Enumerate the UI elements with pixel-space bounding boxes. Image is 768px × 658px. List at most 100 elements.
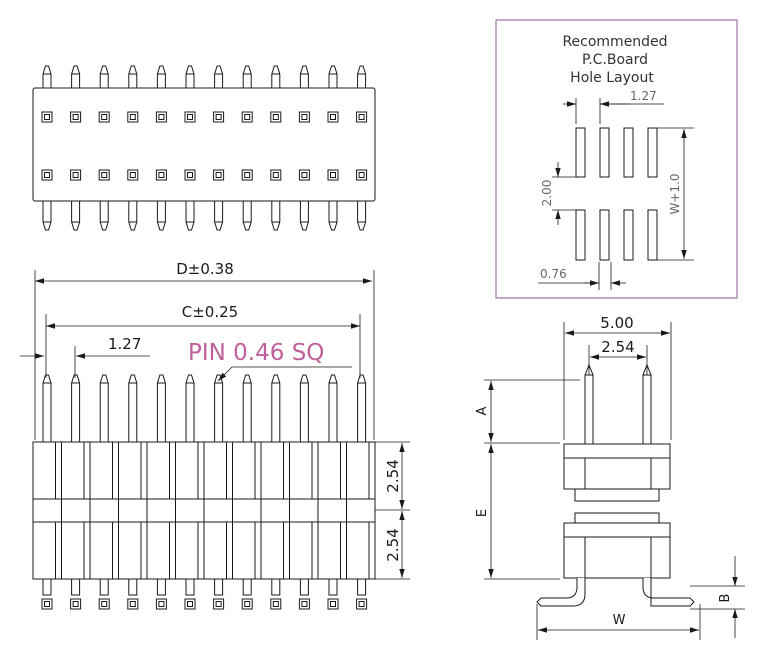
pin-hole-inner: [101, 172, 108, 178]
row2-label: 2.54: [384, 528, 402, 561]
pcb-pad-upper: [647, 127, 658, 178]
top-pin-upper: [328, 65, 338, 88]
front-pin: [42, 374, 52, 442]
front-pin-tail-end-inner: [158, 601, 165, 607]
pin-hole-inner: [301, 114, 308, 120]
front-pin-tail: [299, 578, 309, 596]
e-label: E: [475, 509, 490, 517]
front-pin-tail-end-inner: [330, 601, 336, 607]
top-pin-upper: [128, 65, 138, 88]
front-pin-tail-end: [327, 598, 339, 610]
front-pin-tail-end: [356, 598, 368, 610]
pin-hole-outer: [270, 169, 282, 181]
pcb-total-label: W+1.0: [668, 173, 682, 214]
top-pin-lower: [357, 201, 367, 231]
top-view: [32, 65, 376, 231]
pcb-pad-lower: [575, 209, 586, 261]
pin-hole-outer: [298, 169, 310, 181]
side-view-right-tail: [642, 578, 695, 607]
front-pin-tail-end-inner: [101, 601, 108, 607]
pin-hole-outer: [70, 169, 82, 181]
pin-hole-outer: [241, 169, 253, 181]
pin-hole-outer: [327, 169, 339, 181]
front-pin-tail-end-inner: [72, 601, 79, 607]
top-pin-lower: [99, 201, 109, 231]
pcb-pad-upper: [623, 127, 634, 178]
pin-hole-inner: [244, 114, 251, 120]
pin-hole-outer: [356, 111, 368, 123]
pin-hole-inner: [44, 114, 50, 120]
pin-hole-inner: [358, 114, 365, 120]
pin-hole-inner: [72, 114, 79, 120]
front-pin-tail-end: [241, 598, 253, 610]
top-view-pin-holes: [41, 111, 368, 181]
side-view-spacer-bar: [574, 488, 660, 502]
front-pin-tail: [185, 578, 195, 596]
front-pin-tail-end: [41, 598, 53, 610]
top-view-pins-lower: [42, 201, 367, 231]
front-pin-tail-end-inner: [215, 601, 222, 607]
pin-hole-outer: [327, 111, 339, 123]
front-pin: [357, 374, 367, 442]
pin-hole-inner: [358, 172, 365, 178]
front-view-pins: [42, 374, 367, 442]
top-pin-upper: [242, 65, 252, 88]
front-pin-tail-end-inner: [358, 601, 365, 607]
top-pin-upper: [214, 65, 224, 88]
pin-hole-inner: [215, 172, 222, 178]
front-pin: [156, 374, 166, 442]
pin-hole-outer: [241, 111, 253, 123]
side-width-label: 5.00: [600, 314, 633, 332]
top-pin-lower: [328, 201, 338, 231]
pcb-frame: [495, 19, 738, 299]
side-view-left-pin: [584, 363, 594, 444]
pin-hole-outer: [213, 169, 225, 181]
pcb-pad-lower: [623, 209, 634, 261]
front-pin: [242, 374, 252, 442]
b-label: B: [718, 594, 733, 603]
front-pin-tail-end-inner: [272, 601, 279, 607]
top-pin-lower: [185, 201, 195, 231]
front-pin-tail: [357, 578, 367, 596]
side-view-right-pin: [642, 363, 652, 444]
pin-hole-outer: [356, 169, 368, 181]
top-pin-upper: [357, 65, 367, 88]
side-view-lower-housing: [563, 522, 671, 579]
pin-hole-outer: [98, 111, 110, 123]
pin-hole-inner: [101, 114, 108, 120]
front-pin-tail: [128, 578, 138, 596]
a-label: A: [475, 406, 490, 415]
pin-hole-outer: [155, 111, 167, 123]
top-view-pins-upper: [42, 65, 367, 88]
pcb-pitch-label: 1.27: [630, 89, 657, 103]
top-pin-upper: [156, 65, 166, 88]
front-pin-tail-end: [213, 598, 225, 610]
front-pin: [185, 374, 195, 442]
top-pin-upper: [271, 65, 281, 88]
front-pin-tail-end-inner: [244, 601, 251, 607]
pin-hole-outer: [213, 111, 225, 123]
top-pin-upper: [99, 65, 109, 88]
pcb-hole-layout: Recommended P.C.Board Hole Layout 1.27 2…: [495, 19, 738, 299]
front-pin: [214, 374, 224, 442]
pcb-pads: [575, 127, 658, 261]
front-pin-tail-end: [70, 598, 82, 610]
front-pin-tail-end-inner: [187, 601, 193, 607]
pin-hole-outer: [270, 111, 282, 123]
pcb-title-line-2: P.C.Board: [582, 52, 648, 68]
pin-hole-inner: [301, 172, 308, 178]
front-pin: [99, 374, 109, 442]
row1-label: 2.54: [384, 459, 402, 492]
front-pin-tail-end-inner: [129, 601, 136, 607]
pcb-title-line-3: Hole Layout: [570, 70, 654, 86]
pin-hole-inner: [44, 172, 50, 178]
front-pin-tail-end: [127, 598, 139, 610]
front-pin-tail: [42, 578, 52, 596]
top-pin-lower: [242, 201, 252, 231]
top-pin-lower: [71, 201, 81, 231]
top-pin-lower: [156, 201, 166, 231]
top-pin-lower: [214, 201, 224, 231]
pcb-pad-upper: [575, 127, 586, 178]
pin-hole-outer: [41, 111, 53, 123]
front-view-dividers: [55, 442, 370, 579]
